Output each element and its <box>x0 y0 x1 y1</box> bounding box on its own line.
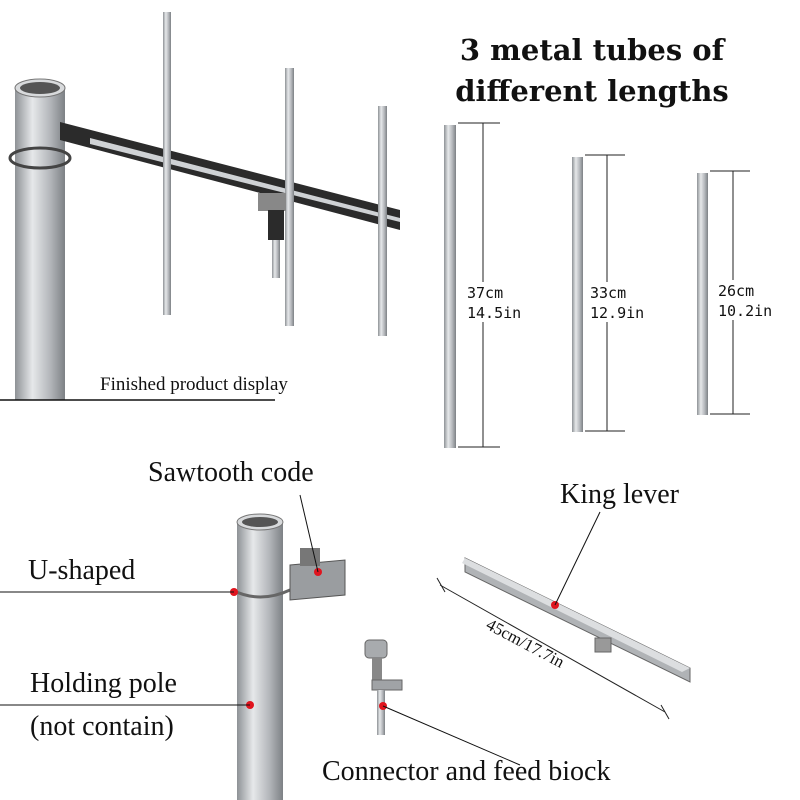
king-lever-leader <box>554 511 601 606</box>
connector-leader <box>382 705 521 766</box>
tube-short-cm: 26cm <box>718 282 754 300</box>
not-contain-label: (not contain) <box>30 711 174 742</box>
title-line-1: 3 metal tubes of <box>460 33 727 67</box>
sawtooth-leader <box>299 494 319 573</box>
tube-medium-in: 12.9in <box>590 304 644 322</box>
connector-illustration <box>364 639 403 735</box>
tube-long-in: 14.5in <box>467 304 521 322</box>
holding-pole-illustration <box>231 513 346 800</box>
tube-short-in: 10.2in <box>718 302 772 320</box>
king-lever-illustration <box>436 557 691 720</box>
title-line-2: different lengths <box>455 74 729 108</box>
tube-medium-cm: 33cm <box>590 284 626 302</box>
holding-pole-label: Holding pole <box>30 668 177 699</box>
connector-label: Connector and feed biock <box>322 756 610 787</box>
tube-short <box>697 170 776 415</box>
sawtooth-label: Sawtooth code <box>148 457 314 488</box>
tube-long-cm: 37cm <box>467 284 503 302</box>
tube-medium <box>572 154 648 432</box>
finished-product-caption: Finished product display <box>100 374 288 395</box>
u-shaped-label: U-shaped <box>28 555 135 586</box>
tube-long <box>444 122 525 448</box>
king-lever-label: King lever <box>560 479 680 510</box>
king-lever-length: 45cm/17.7in <box>483 615 568 672</box>
finished-antenna-illustration <box>8 12 400 400</box>
